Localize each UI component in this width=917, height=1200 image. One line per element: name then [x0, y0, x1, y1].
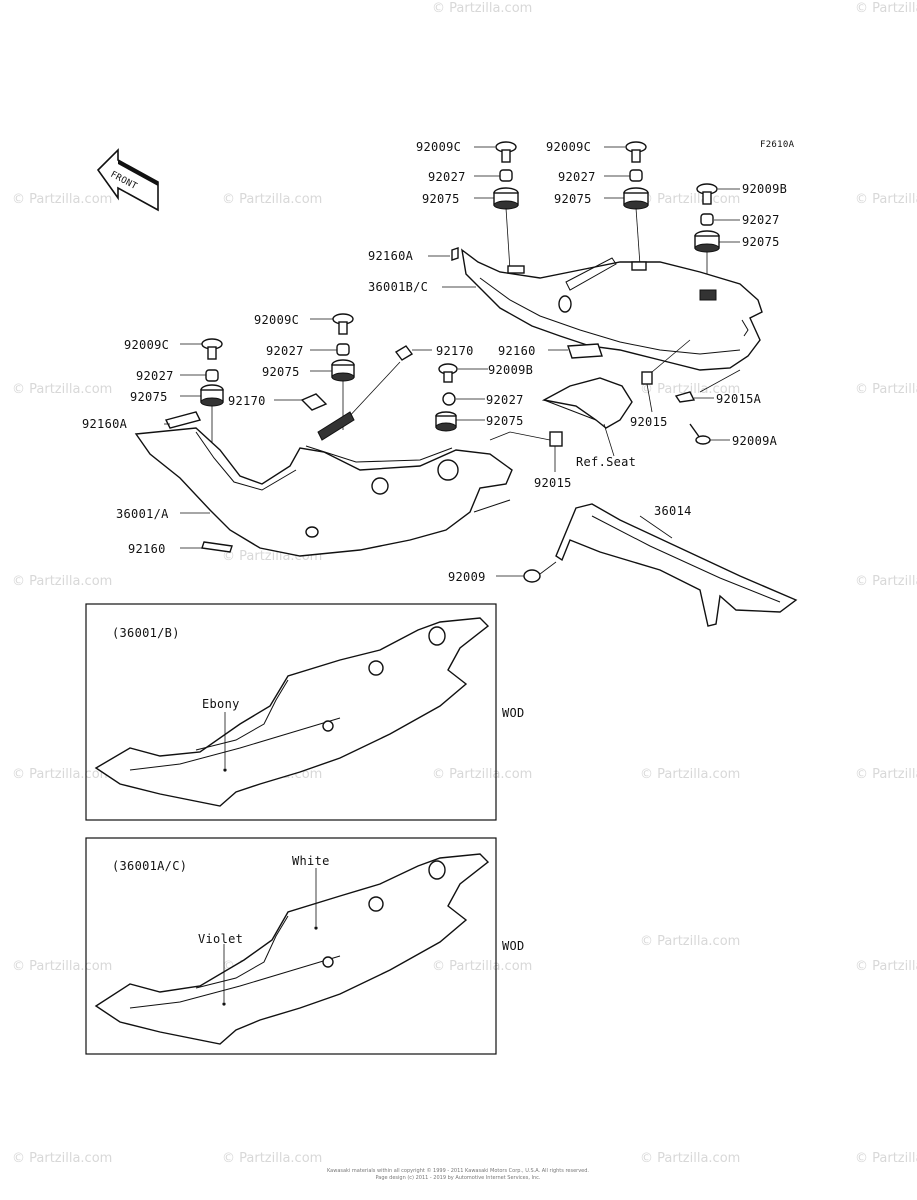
callout-92015: 92015	[630, 415, 668, 429]
fastener-stack-middle	[623, 141, 649, 266]
watermark: © Partzilla.com	[640, 934, 740, 949]
panel-title: (36001A/C)	[112, 859, 187, 873]
callout-92009c: 92009C	[254, 313, 299, 327]
clip-92015-lower	[549, 431, 563, 447]
callout-36014: 36014	[654, 504, 692, 518]
front-arrow-icon: FRONT	[96, 148, 159, 212]
color-panel-36001ac: (36001A/C) White Violet WOD	[85, 837, 525, 1055]
watermark: © Partzilla.com	[855, 767, 917, 782]
watermark: © Partzilla.com	[12, 382, 112, 397]
watermark: © Partzilla.com	[12, 192, 112, 207]
callout-92075: 92075	[262, 365, 300, 379]
callout-92009: 92009	[448, 570, 486, 584]
callout-92075: 92075	[742, 235, 780, 249]
figure-code: F2610A	[760, 140, 795, 150]
clip-92170-right	[394, 345, 414, 361]
color-label-ebony: Ebony	[202, 697, 240, 711]
callout-92027: 92027	[136, 369, 174, 383]
callout-92009b: 92009B	[742, 182, 787, 196]
clip-92160a-top	[451, 247, 459, 261]
color-label-violet: Violet	[198, 932, 243, 946]
color-label-white: White	[292, 854, 330, 868]
watermark: © Partzilla.com	[855, 192, 917, 207]
pad-92160a	[164, 411, 202, 429]
callout-92160: 92160	[128, 542, 166, 556]
watermark: © Partzilla.com	[640, 1151, 740, 1166]
callout-92027: 92027	[742, 213, 780, 227]
fastener-stack-lower-a	[310, 313, 355, 430]
screw-92009	[523, 569, 541, 583]
callout-92170: 92170	[228, 394, 266, 408]
seat-reference	[541, 377, 633, 457]
callout-92027: 92027	[558, 170, 596, 184]
callout-92075: 92075	[486, 414, 524, 428]
callout-92170: 92170	[436, 344, 474, 358]
callout-92009c: 92009C	[124, 338, 169, 352]
watermark: © Partzilla.com	[12, 767, 112, 782]
clip-92015a	[674, 391, 696, 403]
screw-92009a	[689, 423, 730, 445]
watermark: © Partzilla.com	[640, 192, 740, 207]
callout-92075: 92075	[130, 390, 168, 404]
callout-92009c: 92009C	[416, 140, 461, 154]
callout-92160a: 92160A	[82, 417, 128, 431]
fastener-stack-lower-b	[180, 338, 224, 452]
callout-labels: 92009C 92027 92075 92009C 92027 92075 92…	[82, 140, 787, 584]
watermark: © Partzilla.com	[432, 767, 532, 782]
watermark: © Partzilla.com	[640, 382, 740, 397]
footer-copyright: Kawasaki materials within all copyright …	[327, 1167, 589, 1174]
upper-side-cover-36001bc	[461, 248, 763, 371]
callout-92027: 92027	[486, 393, 524, 407]
callout-92015a: 92015A	[716, 392, 762, 406]
watermark: © Partzilla.com	[12, 574, 112, 589]
fastener-stack-left	[493, 141, 519, 271]
watermark: © Partzilla.com	[855, 959, 917, 974]
watermark: © Partzilla.com	[855, 574, 917, 589]
callout-36001b-c: 36001B/C	[368, 280, 428, 294]
color-code: WOD	[502, 706, 525, 720]
lower-side-cover-36001a	[134, 411, 513, 557]
callout-36001-a: 36001/A	[116, 507, 169, 521]
watermark: © Partzilla.com	[12, 959, 112, 974]
color-code: WOD	[502, 939, 525, 953]
clip-92170-left	[300, 393, 328, 411]
color-panel-36001b: (36001/B) Ebony WOD	[85, 603, 525, 821]
callout-92075: 92075	[422, 192, 460, 206]
watermark: © Partzilla.com	[855, 382, 917, 397]
watermark: © Partzilla.com	[222, 192, 322, 207]
callout-92009c: 92009C	[546, 140, 591, 154]
callout-92160a: 92160A	[368, 249, 414, 263]
watermark: © Partzilla.com	[222, 1151, 322, 1166]
leader-lines-top	[428, 146, 740, 288]
callout-92075: 92075	[554, 192, 592, 206]
callout-92015: 92015	[534, 476, 572, 490]
undertray-36014	[496, 503, 798, 627]
watermark: © Partzilla.com	[432, 959, 532, 974]
watermark: © Partzilla.com	[12, 1151, 112, 1166]
callout-92160: 92160	[498, 344, 536, 358]
callout-92027: 92027	[266, 344, 304, 358]
clip-92015-upper	[641, 371, 653, 385]
pad-92160	[567, 343, 603, 359]
callout-92009a: 92009A	[732, 434, 778, 448]
fastener-stack-center	[435, 363, 488, 432]
panel-title: (36001/B)	[112, 626, 180, 640]
footer-page-design: Page design (c) 2011 - 2019 by Automotiv…	[375, 1175, 540, 1181]
watermark: © Partzilla.com	[855, 1, 917, 16]
watermark: © Partzilla.com	[640, 767, 740, 782]
pad-92160-lower	[201, 541, 233, 553]
watermark: © Partzilla.com	[432, 1, 532, 16]
callout-92027: 92027	[428, 170, 466, 184]
callout-ref-seat: Ref.Seat	[576, 455, 636, 469]
callout-92009b: 92009B	[488, 363, 533, 377]
watermark: © Partzilla.com	[855, 1151, 917, 1166]
